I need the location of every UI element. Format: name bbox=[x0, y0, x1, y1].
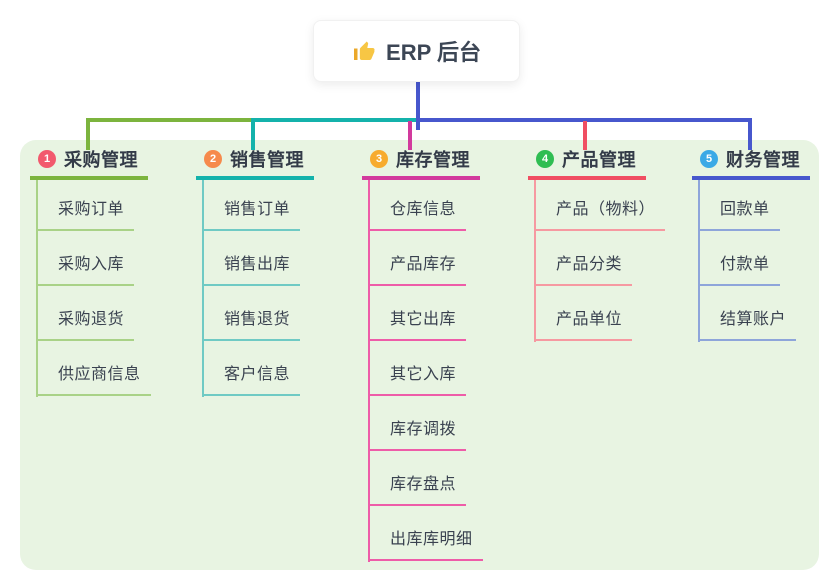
child-node[interactable]: 回款单 bbox=[698, 195, 780, 231]
branch-label-sales: 销售管理 bbox=[230, 149, 304, 170]
connector-branch2-horizontal bbox=[251, 118, 420, 122]
child-node[interactable]: 其它出库 bbox=[368, 305, 467, 341]
child-node[interactable]: 产品单位 bbox=[534, 305, 633, 341]
connector-branch2-drop bbox=[251, 118, 255, 150]
connector-branch4-drop bbox=[583, 121, 587, 150]
child-node[interactable]: 采购订单 bbox=[36, 195, 135, 231]
child-node[interactable]: 客户信息 bbox=[202, 360, 301, 396]
branch-badge-4: 4 bbox=[536, 149, 554, 168]
child-node[interactable]: 付款单 bbox=[698, 250, 780, 286]
branches-panel bbox=[20, 140, 819, 570]
branch-badge-1: 1 bbox=[38, 149, 56, 168]
branch-trunk-inventory bbox=[368, 180, 370, 562]
child-node[interactable]: 供应商信息 bbox=[36, 360, 151, 396]
branch-header-product[interactable]: 4 产品管理 bbox=[528, 146, 646, 180]
branch-header-sales[interactable]: 2 销售管理 bbox=[196, 146, 314, 180]
branch-trunk-purchase bbox=[36, 180, 38, 397]
child-node[interactable]: 产品库存 bbox=[368, 250, 467, 286]
branch-trunk-sales bbox=[202, 180, 204, 397]
branch-header-purchase[interactable]: 1 采购管理 bbox=[30, 146, 148, 180]
branch-trunk-product bbox=[534, 180, 536, 342]
child-node[interactable]: 产品分类 bbox=[534, 250, 633, 286]
child-node[interactable]: 出库库明细 bbox=[368, 525, 483, 561]
root-node-label: ERP 后台 bbox=[386, 40, 481, 65]
branch-badge-5: 5 bbox=[700, 149, 718, 168]
branch-header-inventory[interactable]: 3 库存管理 bbox=[362, 146, 480, 180]
child-node[interactable]: 销售退货 bbox=[202, 305, 301, 341]
branch-badge-2: 2 bbox=[204, 149, 222, 168]
connector-branch1-drop bbox=[86, 118, 90, 150]
branch-badge-3: 3 bbox=[370, 149, 388, 168]
branch-trunk-finance bbox=[698, 180, 700, 342]
child-node[interactable]: 采购入库 bbox=[36, 250, 135, 286]
branch-label-purchase: 采购管理 bbox=[64, 149, 138, 170]
child-node[interactable]: 销售订单 bbox=[202, 195, 301, 231]
connector-branch5-horizontal bbox=[416, 118, 752, 122]
child-node[interactable]: 采购退货 bbox=[36, 305, 135, 341]
child-node[interactable]: 结算账户 bbox=[698, 305, 797, 341]
connector-branch3-drop bbox=[408, 121, 412, 150]
branch-label-finance: 财务管理 bbox=[726, 149, 800, 170]
child-node[interactable]: 其它入库 bbox=[368, 360, 467, 396]
connector-root-vertical bbox=[416, 82, 420, 130]
branch-label-product: 产品管理 bbox=[562, 149, 636, 170]
child-node[interactable]: 库存盘点 bbox=[368, 470, 467, 506]
thumbs-up-icon bbox=[354, 41, 375, 60]
child-node[interactable]: 仓库信息 bbox=[368, 195, 467, 231]
branch-header-finance[interactable]: 5 财务管理 bbox=[692, 146, 810, 180]
root-node-erp[interactable]: ERP 后台 bbox=[313, 20, 520, 82]
branch-label-inventory: 库存管理 bbox=[396, 149, 470, 170]
child-node[interactable]: 产品（物料） bbox=[534, 195, 666, 231]
child-node[interactable]: 库存调拨 bbox=[368, 415, 467, 451]
child-node[interactable]: 销售出库 bbox=[202, 250, 301, 286]
connector-branch5-drop bbox=[748, 118, 752, 150]
